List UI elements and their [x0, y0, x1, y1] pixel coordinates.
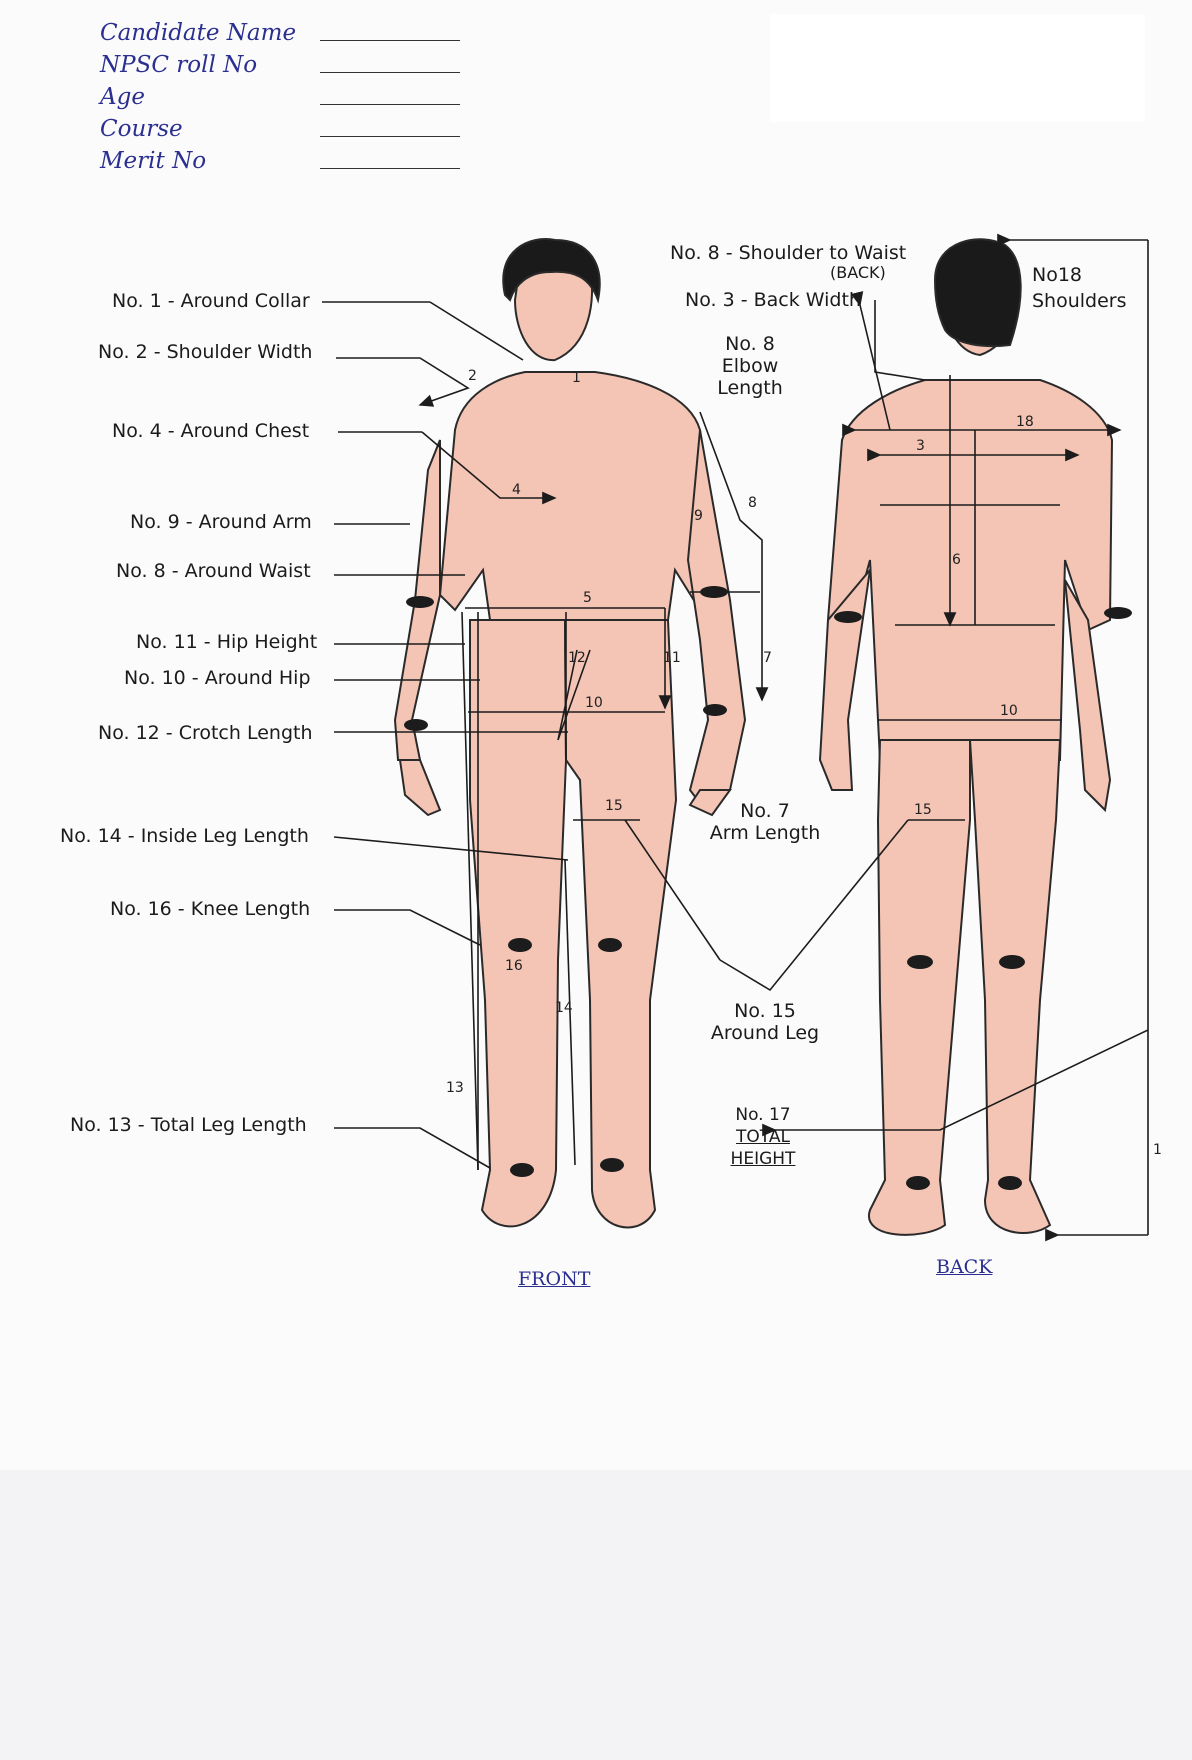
label-shoulder-to-waist-back: (BACK) [830, 263, 886, 282]
label-around-hip: No. 10 - Around Hip [124, 667, 311, 689]
back-figure [820, 239, 1112, 1235]
num-back-17: 1 [1153, 1142, 1162, 1158]
num-back-10: 10 [1000, 703, 1018, 719]
label-arm-length: No. 7 Arm Length [700, 800, 830, 844]
label-crotch-length: No. 12 - Crotch Length [98, 722, 313, 744]
label-line: No. 7 [700, 800, 830, 822]
label-elbow-length: No. 8 Elbow Length [705, 333, 795, 399]
label-line: Shoulders [1032, 288, 1127, 314]
label-around-collar: No. 1 - Around Collar [112, 290, 310, 312]
front-right-leg [565, 620, 676, 1227]
label-inside-leg-length: No. 14 - Inside Leg Length [60, 825, 309, 847]
num-back-6: 6 [952, 552, 961, 568]
caption-front: FRONT [518, 1268, 590, 1290]
label-around-waist: No. 8 - Around Waist [116, 560, 311, 582]
label-around-arm: No. 9 - Around Arm [130, 511, 312, 533]
num-front-11: 11 [663, 650, 681, 666]
front-right-arm [688, 430, 745, 810]
num-front-4: 4 [512, 482, 521, 498]
label-total-leg-length: No. 13 - Total Leg Length [70, 1114, 307, 1136]
label-line: TOTAL [718, 1126, 808, 1148]
label-around-chest: No. 4 - Around Chest [112, 420, 309, 442]
front-left-leg [470, 620, 566, 1226]
num-front-15: 15 [605, 798, 623, 814]
num-back-3: 3 [916, 438, 925, 454]
label-shoulders: No18 Shoulders [1032, 262, 1127, 314]
label-line: Elbow [705, 355, 795, 377]
num-front-1: 1 [572, 370, 581, 386]
num-front-12: 12 [568, 650, 586, 666]
num-front-16: 16 [505, 958, 523, 974]
label-back-width: No. 3 - Back Width [685, 289, 861, 311]
num-front-13: 13 [446, 1080, 464, 1096]
label-line: No. 8 [705, 333, 795, 355]
label-shoulder-to-waist: No. 8 - Shoulder to Waist [670, 242, 906, 264]
back-right-leg [970, 740, 1060, 1233]
caption-back: BACK [936, 1256, 992, 1278]
label-line: No. 17 [718, 1104, 808, 1126]
num-front-14: 14 [555, 1000, 573, 1016]
label-around-leg: No. 15 Around Leg [695, 1000, 835, 1044]
num-front-5: 5 [583, 590, 592, 606]
back-hair-icon [935, 239, 1021, 346]
num-back-15: 15 [914, 802, 932, 818]
label-line: HEIGHT [718, 1148, 808, 1170]
label-line: Around Leg [695, 1022, 835, 1044]
front-torso [440, 372, 720, 620]
num-front-9: 9 [694, 508, 703, 524]
label-line: Arm Length [700, 822, 830, 844]
label-knee-length: No. 16 - Knee Length [110, 898, 310, 920]
num-front-10: 10 [585, 695, 603, 711]
num-back-18: 18 [1016, 414, 1034, 430]
num-front-8: 8 [748, 495, 757, 511]
label-line: No. 15 [695, 1000, 835, 1022]
label-hip-height: No. 11 - Hip Height [136, 631, 317, 653]
num-front-2: 2 [468, 368, 477, 384]
front-left-hand [400, 760, 440, 815]
back-left-arm [820, 570, 870, 790]
label-line: Length [705, 377, 795, 399]
page-bottom-margin [0, 1470, 1192, 1760]
label-shoulder-width: No. 2 - Shoulder Width [98, 341, 312, 363]
label-line: No18 [1032, 262, 1127, 288]
label-total-height: No. 17 TOTAL HEIGHT [718, 1104, 808, 1170]
num-front-7: 7 [763, 650, 772, 666]
